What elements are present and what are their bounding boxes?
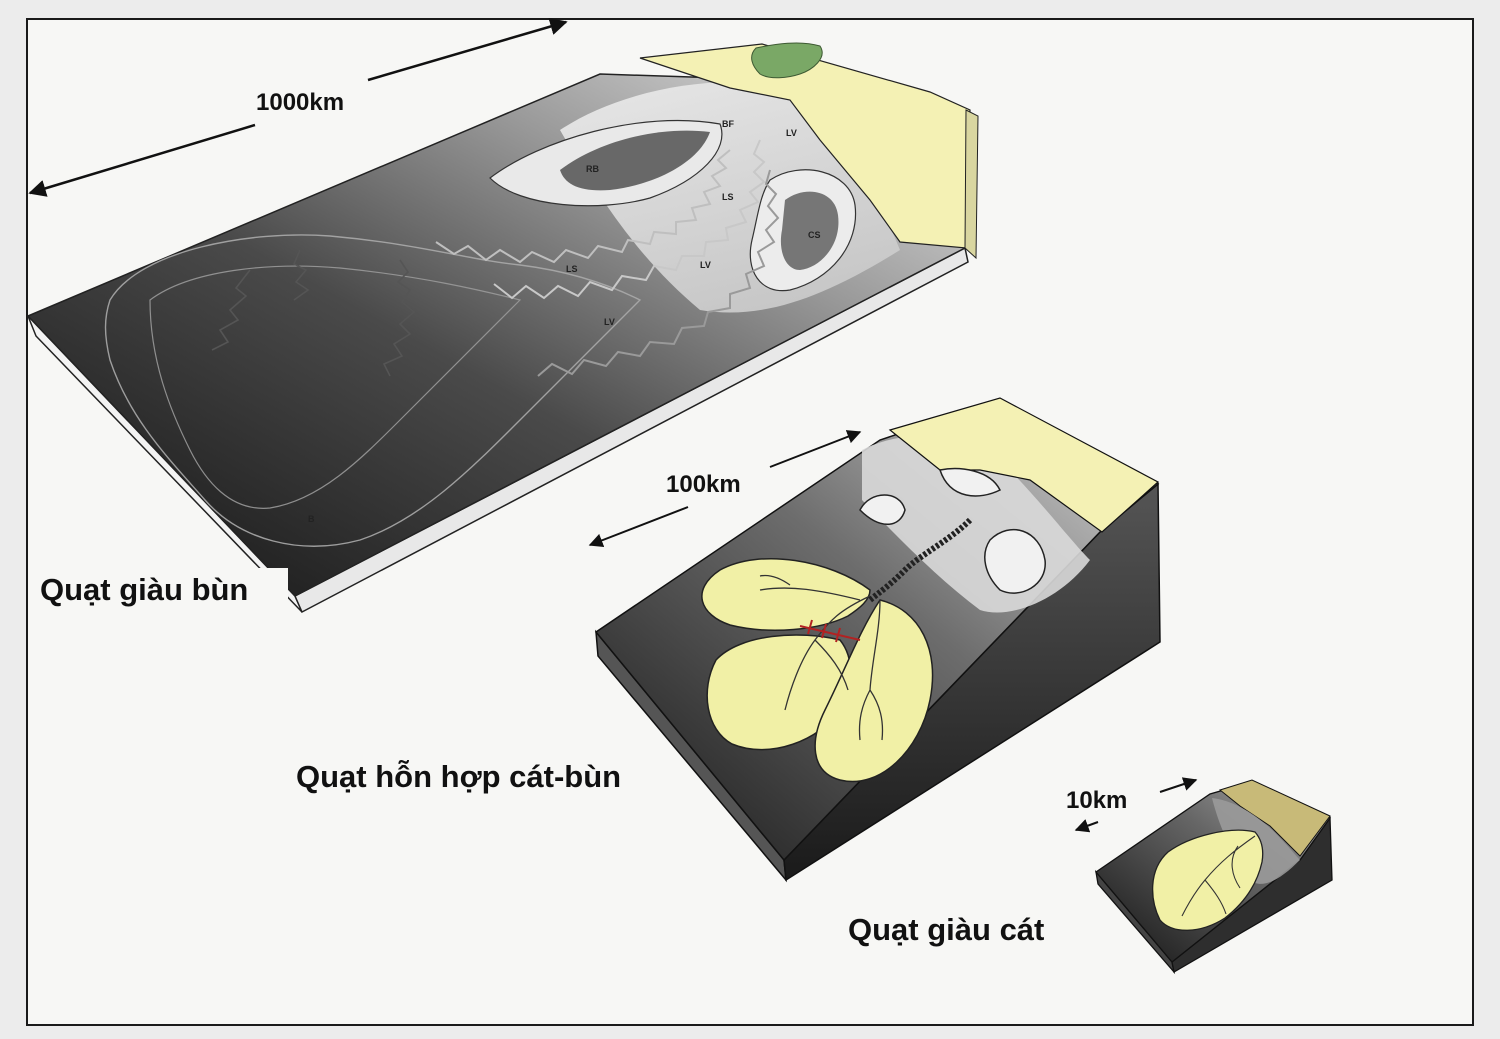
- sand-rich-fan-block: 10km Quạt giàu cát: [848, 777, 1333, 975]
- scale-label-1000km: 1000km: [256, 89, 344, 116]
- mud-upper-lobe-shade: [560, 130, 710, 191]
- mixed-distributary-channels: [759, 574, 884, 741]
- scale-label-10km: 10km: [1066, 787, 1127, 814]
- sand-shelf: [1218, 779, 1331, 857]
- caption-mixed-fan: Quạt hỗn hợp cát-bùn: [296, 759, 621, 794]
- label-lv-2: LV: [700, 260, 711, 270]
- label-lv-1: LV: [786, 128, 797, 138]
- mud-vegetation: [751, 42, 823, 79]
- sand-fan-lobe: [1151, 829, 1264, 931]
- mixed-fan-block: 100km Quạt hỗn hợp cát-bùn: [296, 397, 1161, 883]
- mud-right-basin-shade: [780, 191, 839, 270]
- mixed-canyon-heads: [859, 467, 1046, 594]
- mud-channel-line-dark: [211, 249, 416, 377]
- caption-mud-rich-fan: Quạt giàu bùn: [40, 572, 248, 607]
- scale-label-100km: 100km: [666, 471, 741, 498]
- scale-arrow-100km-left: [588, 506, 689, 547]
- scale-arrow-10km-left: [1074, 819, 1099, 833]
- scale-arrow-100km-right: [769, 430, 862, 468]
- scale-arrow-1000km-right: [367, 18, 568, 82]
- mud-channel-levee-1: [435, 149, 731, 264]
- mud-caption-bg: [36, 568, 288, 612]
- mud-rich-fan-block: BF LV RB CS LV LS LS LV B 1000km Quạt gi…: [26, 18, 979, 614]
- sand-fan-channels: [1181, 835, 1256, 917]
- mud-shelf-face: [964, 109, 979, 260]
- mud-channel-levee-3: [537, 169, 780, 377]
- label-bf: BF: [722, 119, 734, 129]
- label-b: B: [308, 514, 315, 524]
- label-lv-3: LV: [604, 317, 615, 327]
- label-rb: RB: [586, 164, 599, 174]
- mixed-sand-lobe-upper: [701, 558, 871, 631]
- label-cs: CS: [808, 230, 821, 240]
- mud-fan-outline-outer: [104, 234, 642, 547]
- scale-arrow-1000km-left: [28, 123, 256, 197]
- label-ls-2: LS: [566, 264, 578, 274]
- mud-fan-outline-inner: [149, 265, 522, 509]
- mixed-sand-lobe-right: [814, 599, 934, 783]
- mixed-feeder-channel: [868, 517, 973, 603]
- mud-shelf: [639, 43, 971, 249]
- mud-channel-levee-2: [493, 139, 766, 300]
- caption-sand-rich-fan: Quạt giàu cát: [848, 912, 1044, 947]
- mixed-section-marker: [799, 619, 861, 643]
- label-ls-1: LS: [722, 192, 734, 202]
- scale-arrow-10km-right: [1159, 777, 1198, 793]
